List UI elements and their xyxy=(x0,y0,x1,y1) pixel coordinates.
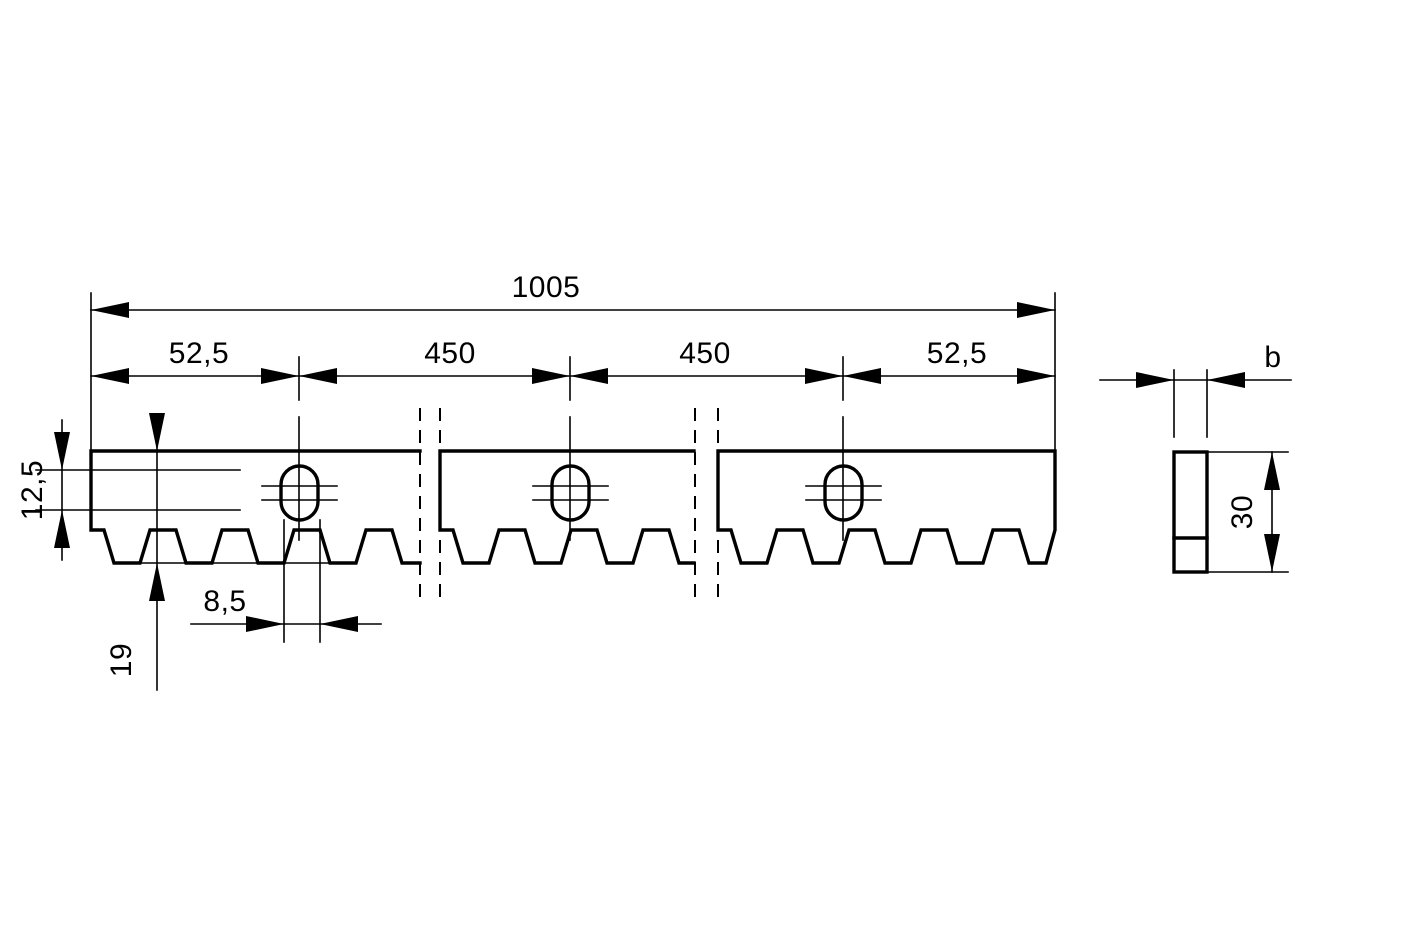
mounting-hole-1 xyxy=(261,416,338,541)
side-view-outline xyxy=(1172,450,1209,574)
dim-label-right-end: 52,5 xyxy=(927,337,987,370)
rack-body-outline-right xyxy=(716,449,1057,565)
rack-front-view xyxy=(89,408,1057,605)
dim-label-pitch-b: 450 xyxy=(679,337,731,370)
rack-body-outline-middle xyxy=(438,449,696,565)
mounting-hole-3 xyxy=(805,416,882,541)
dimension-overall-length: 1005 xyxy=(90,271,1056,452)
dim-label-left-end: 52,5 xyxy=(169,337,229,370)
dimension-total-height: 19 xyxy=(105,413,341,691)
dim-label-total-height: 19 xyxy=(105,643,138,677)
dim-label-side-width: b xyxy=(1264,341,1281,374)
mounting-hole-2 xyxy=(532,416,609,541)
dimension-side-height: 30 xyxy=(1206,451,1289,573)
dim-label-side-height: 30 xyxy=(1226,495,1259,529)
dim-label-pitch-a: 450 xyxy=(424,337,476,370)
dim-label-overall-length: 1005 xyxy=(512,271,581,304)
dimension-side-width: b xyxy=(1099,341,1292,438)
rack-body-outline-left xyxy=(89,449,422,565)
rack-side-view xyxy=(1172,450,1209,574)
dim-label-tooth-offset: 8,5 xyxy=(203,585,246,618)
dimension-tooth-offset: 8,5 xyxy=(190,519,382,643)
dim-label-pitch-height: 12,5 xyxy=(16,460,49,520)
dimension-pitch-height: 12,5 xyxy=(16,419,241,561)
dimension-chain-row: 52,5 450 450 52,5 xyxy=(90,337,1056,401)
